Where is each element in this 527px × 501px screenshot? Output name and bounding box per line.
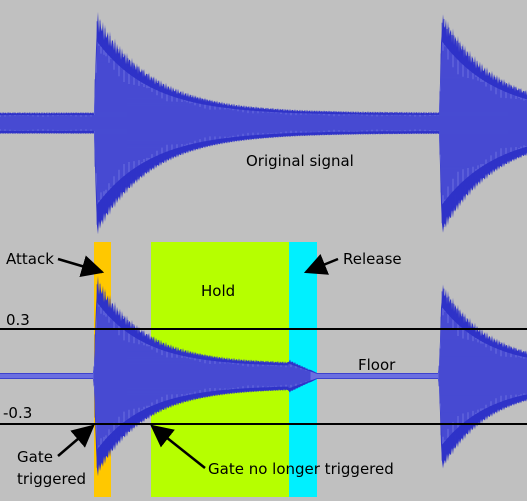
gate-no-longer-triggered-arrow [150,424,206,469]
release-arrow [303,253,339,275]
threshold-negative-label: -0.3 [3,404,32,422]
gate-no-longer-triggered-label: Gate no longer triggered [208,460,394,478]
gated-signal-waveform [0,275,527,477]
hold-label: Hold [201,282,235,300]
gate-triggered-label-line2: triggered [17,470,86,488]
original-signal-label: Original signal [246,152,354,170]
threshold-positive-label: 0.3 [6,311,30,329]
attack-arrow [57,255,105,278]
release-label: Release [343,250,402,268]
gate-triggered-arrow [57,424,95,457]
floor-label: Floor [358,356,396,374]
attack-label: Attack [6,250,54,268]
gate-triggered-label-line1: Gate [17,448,53,466]
original-signal-waveform [0,11,527,235]
